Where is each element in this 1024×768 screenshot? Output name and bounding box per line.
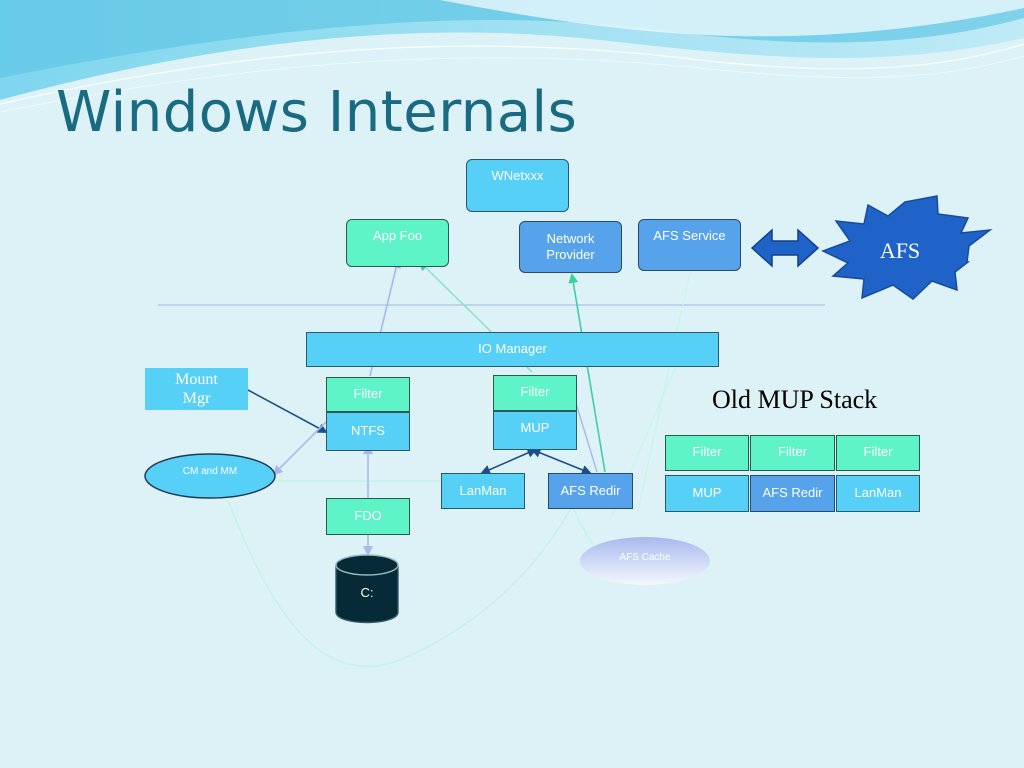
old-stack-lanman: LanMan xyxy=(836,475,920,512)
old-stack-lanman-label: LanMan xyxy=(854,485,902,501)
afs-star-shape xyxy=(821,195,993,300)
afs-cache-label: AFS Cache xyxy=(619,552,671,563)
mup-filter-node: Filter xyxy=(493,375,577,411)
app-foo-label: App Foo xyxy=(372,228,423,243)
afs-service-label: AFS Service xyxy=(653,228,726,243)
fdo-node: FDO xyxy=(326,498,410,535)
arrow-ntfs-to-cm xyxy=(272,421,327,476)
afs-redir-label: AFS Redir xyxy=(560,482,621,498)
mount-mgr-node: Mount Mgr xyxy=(145,368,248,410)
old-stack-afs-redir: AFS Redir xyxy=(750,475,835,512)
io-manager-node: IO Manager xyxy=(306,332,719,367)
ntfs-filter-label: Filter xyxy=(353,386,383,402)
io-manager-label: IO Manager xyxy=(478,341,547,356)
old-stack-filter-3-label: Filter xyxy=(863,444,893,459)
lanman-label: LanMan xyxy=(459,482,507,498)
ntfs-filter-node: Filter xyxy=(326,377,410,412)
lanman-node: LanMan xyxy=(441,473,525,509)
header-waves xyxy=(0,0,1024,113)
afs-service-link-double-arrow xyxy=(750,228,820,268)
ntfs-node: NTFS xyxy=(326,412,410,451)
afs-star-label: AFS xyxy=(880,238,920,263)
drive-c-cylinder xyxy=(335,554,399,624)
old-stack-filter-2-label: Filter xyxy=(778,444,807,459)
afs-cache-node xyxy=(580,537,710,585)
mup-filter-label: Filter xyxy=(520,384,550,399)
old-stack-filter-2: Filter xyxy=(750,435,835,471)
afs-service-node: AFS Service xyxy=(638,219,741,271)
old-stack-filter-1-label: Filter xyxy=(692,444,722,459)
old-stack-afs-redir-label: AFS Redir xyxy=(762,485,823,501)
cm-and-mm-label: CM and MM xyxy=(183,466,237,477)
drive-c-label: C: xyxy=(361,585,374,600)
old-stack-filter-3: Filter xyxy=(836,435,920,471)
network-provider-label: Network Provider xyxy=(546,230,595,262)
mup-node: MUP xyxy=(493,411,577,450)
mount-mgr-label: Mount Mgr xyxy=(175,370,218,407)
arrow-mup-to-afs-redir xyxy=(530,448,592,475)
old-mup-stack-heading: Old MUP Stack xyxy=(712,385,878,414)
app-foo-node: App Foo xyxy=(346,219,449,267)
arrow-mup-to-lanman xyxy=(480,448,538,475)
ntfs-label: NTFS xyxy=(351,423,385,439)
slide-title: Windows Internals xyxy=(56,80,578,145)
arrow-mup-filter-to-afs-redir xyxy=(574,399,598,473)
fdo-label: FDO xyxy=(354,508,382,524)
afs-redir-node: AFS Redir xyxy=(548,473,633,509)
old-stack-mup-label: MUP xyxy=(692,485,722,501)
old-stack-mup: MUP xyxy=(665,475,749,512)
cm-and-mm-node xyxy=(144,453,276,499)
old-stack-filter-1: Filter xyxy=(665,435,749,471)
arrow-afs-redir-to-network-provider xyxy=(568,273,606,473)
network-provider-node: Network Provider xyxy=(519,221,622,273)
mup-label: MUP xyxy=(520,420,550,435)
wnetxxx-label: WNetxxx xyxy=(491,168,544,183)
arrow-mount-mgr-to-ntfs xyxy=(247,389,328,433)
wnetxxx-node: WNetxxx xyxy=(466,159,569,212)
